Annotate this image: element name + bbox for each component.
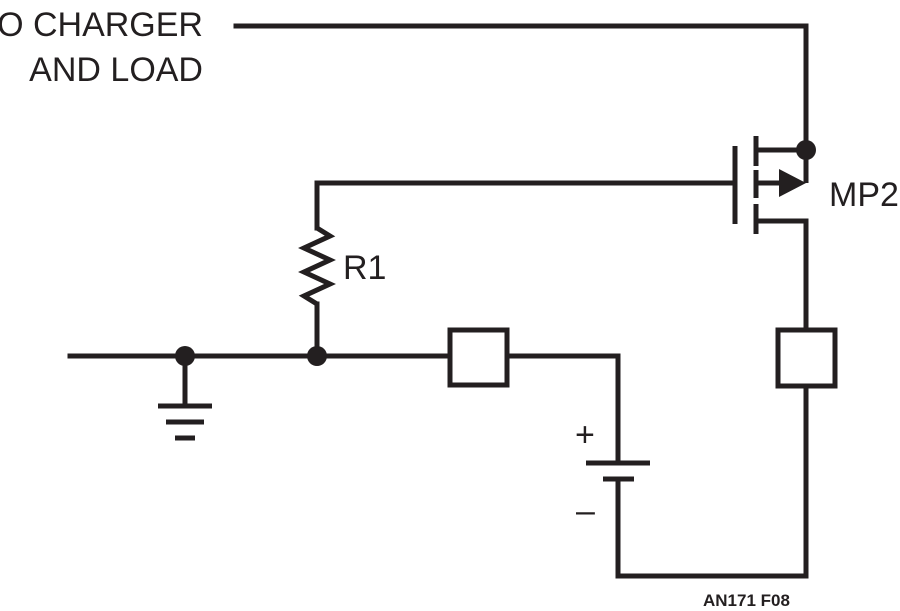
mosfet-body-arrow	[779, 169, 806, 197]
label-battery-minus: –	[576, 492, 595, 530]
wire-gate	[314, 180, 738, 231]
component-box-right	[775, 327, 838, 389]
junction-dot-r1	[307, 346, 327, 366]
label-mp2: MP2	[829, 176, 899, 214]
wire-box-to-battery	[504, 353, 621, 466]
label-charger-line2: AND LOAD	[29, 51, 203, 89]
junction-dot-drain	[796, 140, 816, 160]
ground-symbol	[158, 403, 212, 441]
label-r1: R1	[343, 249, 386, 287]
component-box-left	[447, 327, 510, 388]
label-charger-line1: TO CHARGER	[0, 6, 203, 44]
label-battery-plus: +	[575, 416, 595, 454]
junction-dot-ground	[175, 346, 195, 366]
mosfet-mp2	[732, 136, 809, 234]
label-figure-id: AN171 F08	[703, 591, 790, 610]
wire-charger-to-drain	[233, 23, 809, 153]
wire-battery-return	[615, 383, 809, 579]
resistor-r1	[298, 225, 336, 307]
